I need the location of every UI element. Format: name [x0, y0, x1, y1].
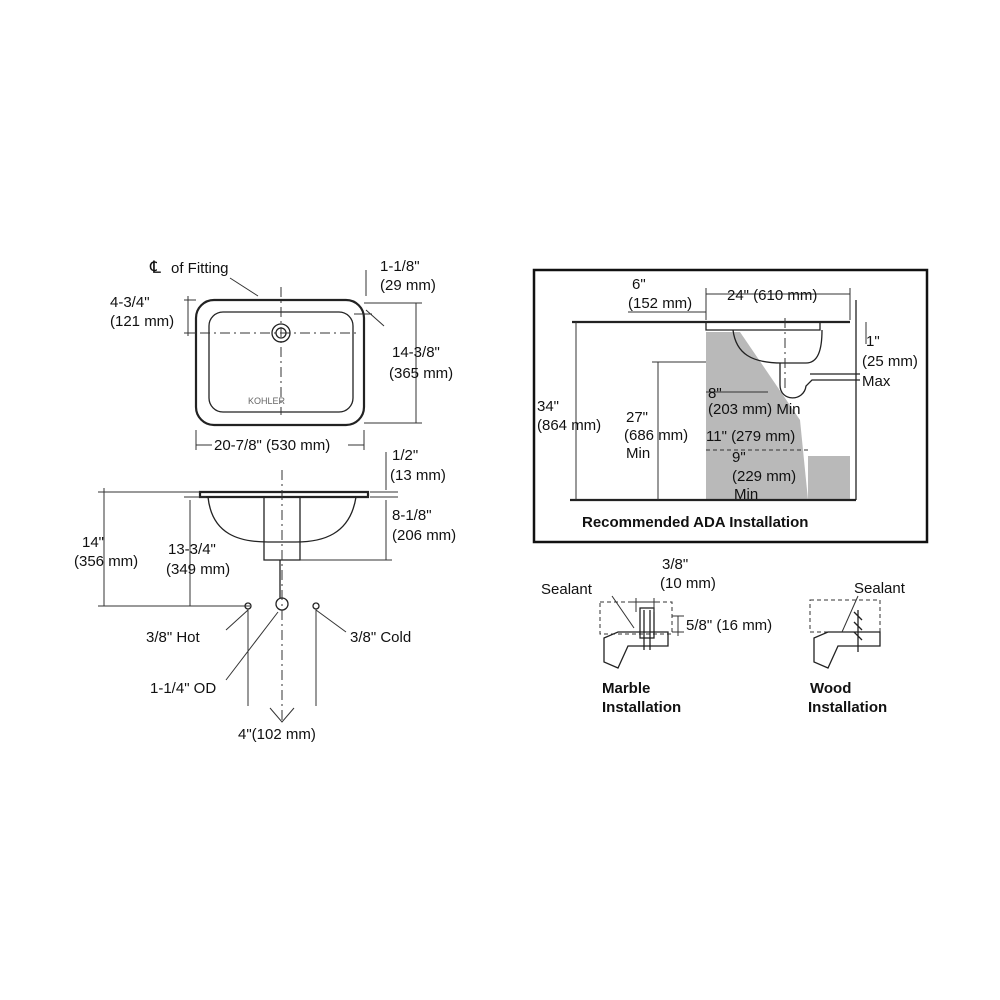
- brand-stamp: KOHLER: [248, 396, 286, 406]
- hot-supply-label: 3/8" Hot: [146, 629, 201, 646]
- wood-title-1: Wood: [810, 680, 851, 697]
- wood-title-2: Installation: [808, 699, 887, 716]
- total-height-dimension: 14" (356 mm): [74, 488, 250, 607]
- counter-depth-label: 24" (610 mm): [727, 287, 817, 304]
- depth-dimension: 14-3/8" (365 mm): [364, 302, 453, 424]
- rim-height-label: 34": [537, 398, 559, 415]
- ada-title: Recommended ADA Installation: [582, 514, 808, 531]
- knee-min-label: Min: [626, 445, 650, 462]
- knee-height-mm: (686 mm): [624, 427, 688, 444]
- wood-sealant-label: Sealant: [854, 580, 906, 597]
- setback-mm: (152 mm): [628, 295, 692, 312]
- apron-max: Max: [862, 373, 891, 390]
- apron-mm: (25 mm): [862, 353, 918, 370]
- rim-height-mm: (864 mm): [537, 417, 601, 434]
- knee-depth-mm: (203 mm) Min: [708, 401, 801, 418]
- centerline-label: of Fitting: [171, 260, 229, 277]
- sink-top-view: KOHLER: [194, 287, 366, 427]
- drain-height-mm: (349 mm): [166, 561, 230, 578]
- centerline-callout: ℄ of Fitting: [149, 258, 259, 297]
- rim-width-dimension: 1-1/8" (29 mm): [354, 258, 436, 327]
- drain-od-label: 1-1/4" OD: [150, 680, 216, 697]
- total-height-mm: (356 mm): [74, 553, 138, 570]
- marble-spacing-label: 3/8": [662, 556, 688, 573]
- depth-label: 14-3/8": [392, 344, 440, 361]
- drain-offset-dimension: 4-3/4" (121 mm): [110, 294, 196, 336]
- sink-side-view: [198, 470, 370, 720]
- bowl-depth-label: 8-1/8": [392, 507, 432, 524]
- depth-mm: (365 mm): [389, 365, 453, 382]
- knee-depth-label: 8": [708, 385, 722, 402]
- supply-spacing-label: 4"(102 mm): [238, 726, 316, 743]
- drain-offset-mm: (121 mm): [110, 313, 174, 330]
- marble-installation: Sealant 3/8" (10 mm) 5/8" (16 mm) Marble…: [541, 556, 772, 716]
- bowl-depth-dimension: 8-1/8" (206 mm): [300, 500, 456, 561]
- knee-clearance-region: [706, 332, 808, 500]
- knee-clear-label: 11" (279 mm): [706, 428, 795, 445]
- rim-width-mm: (29 mm): [380, 277, 436, 294]
- total-height-label: 14": [82, 534, 104, 551]
- drain-height-dimension: 13-3/4" (349 mm): [166, 496, 230, 606]
- apron-label: 1": [866, 333, 880, 350]
- marble-spacing-mm: (10 mm): [660, 575, 716, 592]
- marble-title-2: Installation: [602, 699, 681, 716]
- supply-callouts: 3/8" Hot 3/8" Cold 1-1/4" OD 4"(102 mm): [146, 597, 411, 743]
- bowl-depth-mm: (206 mm): [392, 527, 456, 544]
- width-dimension: 20-7/8" (530 mm): [195, 430, 365, 454]
- wood-installation: Sealant Wood Installation: [808, 580, 906, 716]
- centerline-symbol: ℄: [149, 258, 161, 277]
- rim-thickness-mm: (13 mm): [390, 467, 446, 484]
- drain-offset-label: 4-3/4": [110, 294, 150, 311]
- rim-thickness-label: 1/2": [392, 447, 418, 464]
- marble-height-label: 5/8" (16 mm): [686, 617, 772, 634]
- marble-title-1: Marble: [602, 680, 650, 697]
- knee-height-label: 27": [626, 409, 648, 426]
- width-label: 20-7/8" (530 mm): [214, 437, 330, 454]
- cold-supply-label: 3/8" Cold: [350, 629, 411, 646]
- toe-clearance-region: [808, 456, 850, 500]
- toe-depth-label: 9": [732, 449, 746, 466]
- rim-width-label: 1-1/8": [380, 258, 420, 275]
- drain-height-label: 13-3/4": [168, 541, 216, 558]
- ada-installation-panel: 6" (152 mm) 24" (610 mm) 1" (25 mm) Max …: [532, 268, 929, 544]
- marble-sealant-label: Sealant: [541, 581, 593, 598]
- setback-label: 6": [632, 276, 646, 293]
- toe-depth-mm: (229 mm): [732, 468, 796, 485]
- rim-thickness-dimension: 1/2" (13 mm): [370, 447, 446, 498]
- toe-min-label: Min: [734, 486, 758, 503]
